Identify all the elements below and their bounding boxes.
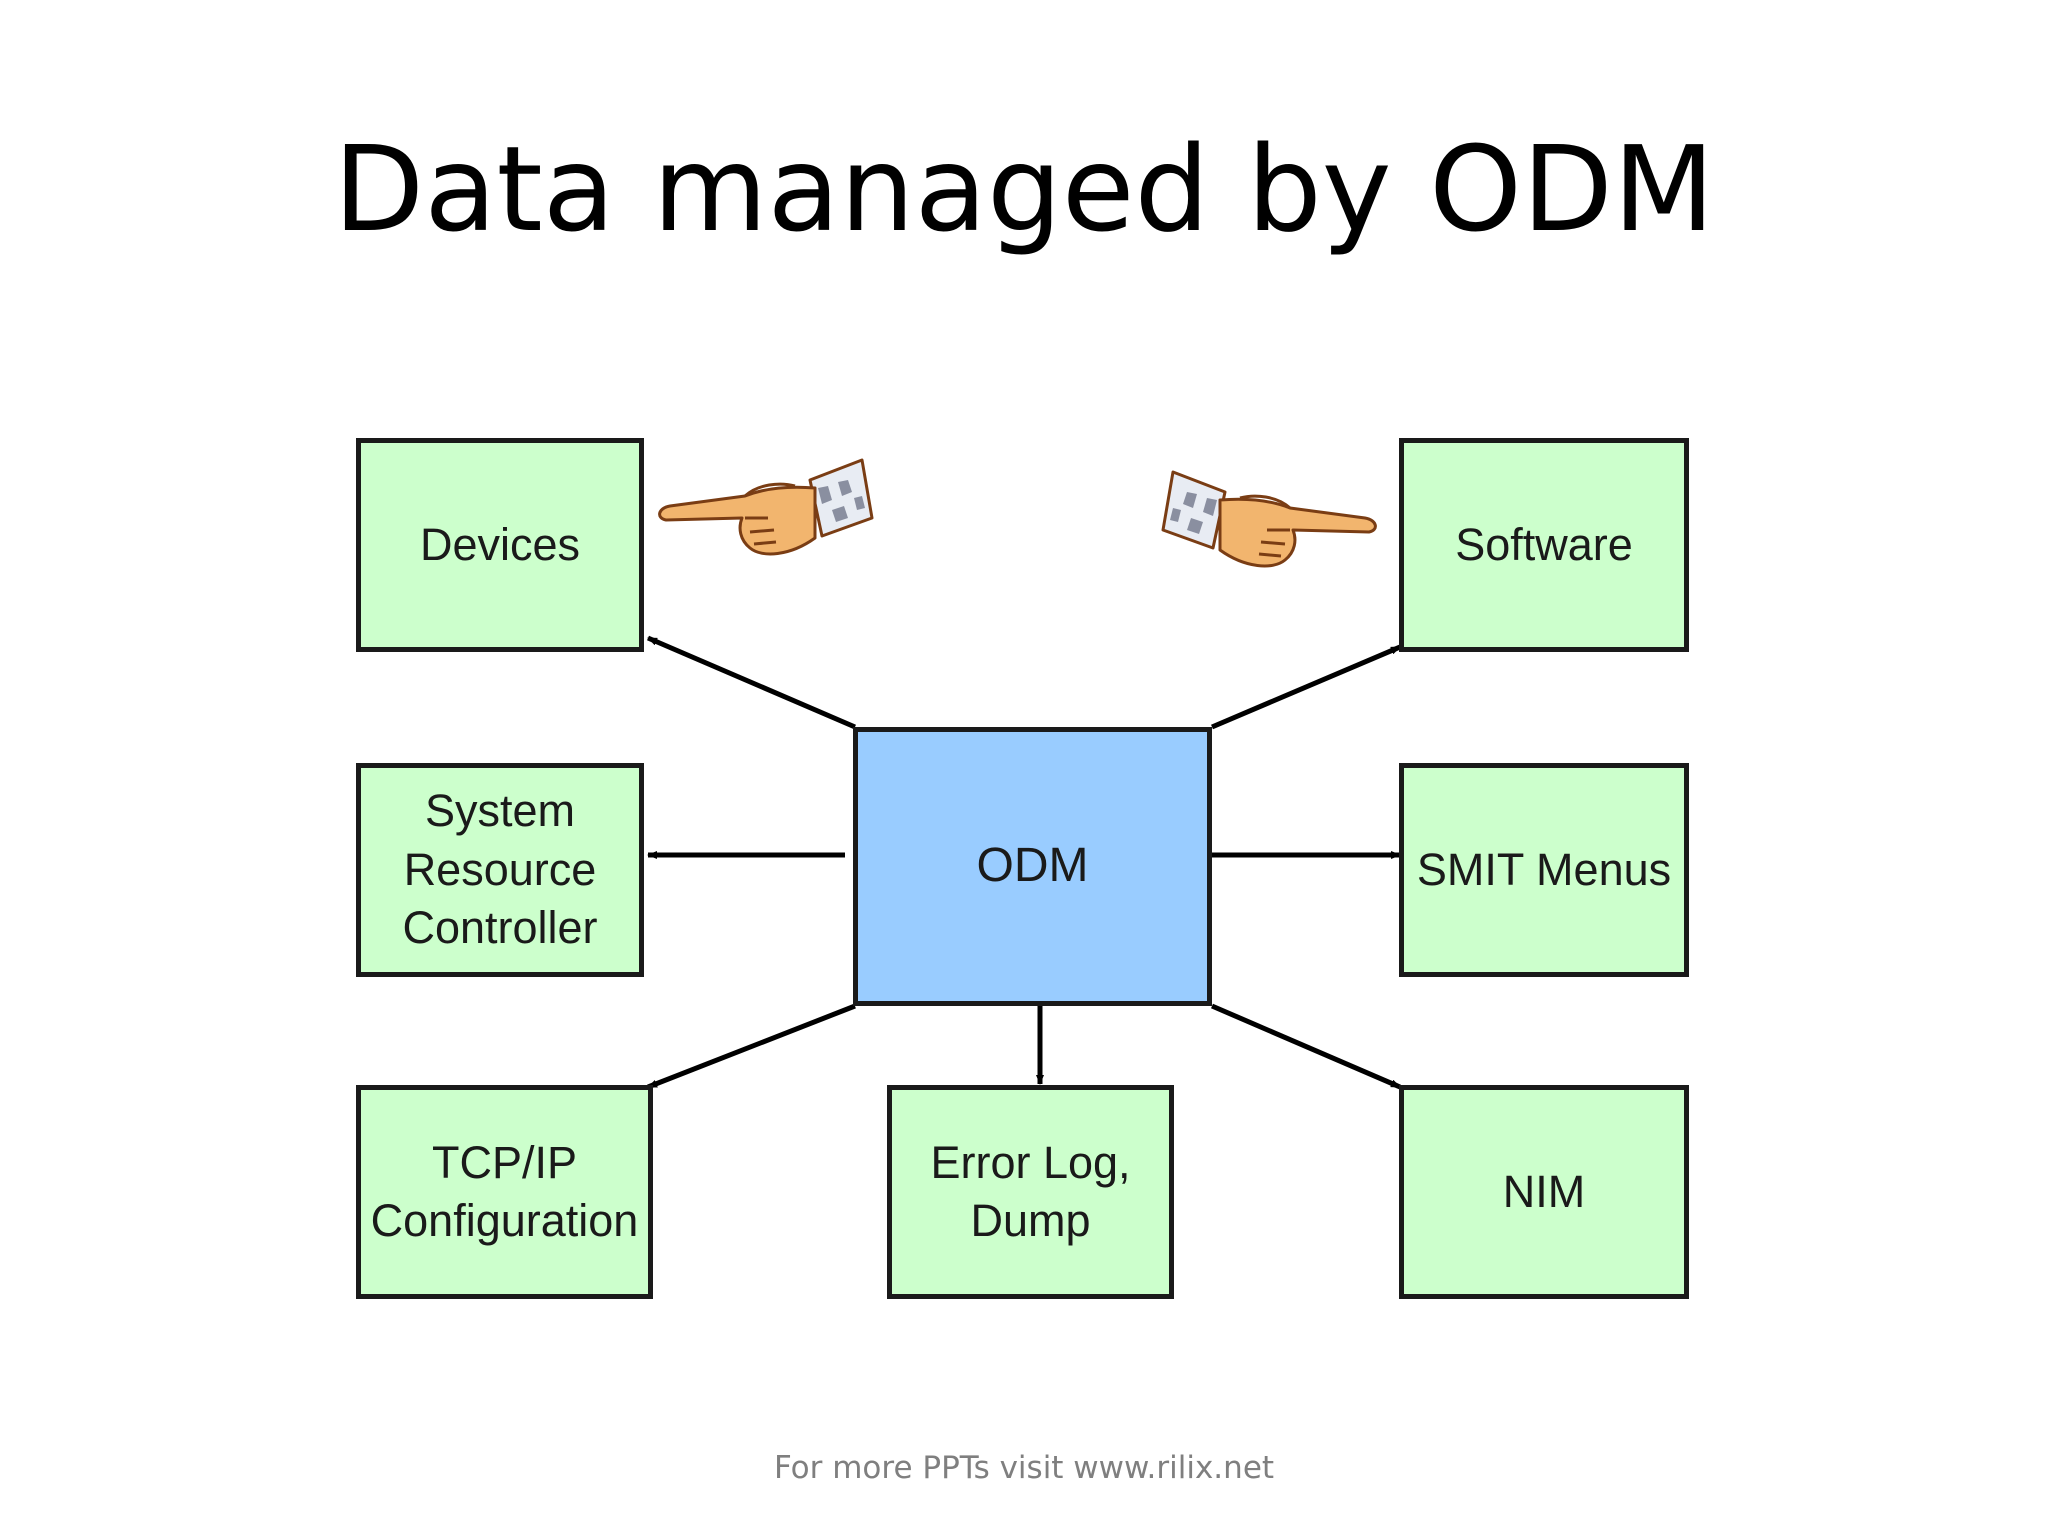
arrow-to-nim: [1211, 1003, 1401, 1090]
error-log-dump-box: Error Log, Dump: [887, 1085, 1174, 1299]
arrow-to-software: [1211, 644, 1401, 730]
system-resource-controller-box: System Resource Controller: [356, 763, 644, 977]
slide-title: Data managed by ODM: [333, 120, 1715, 258]
smit-menus-box: SMIT Menus: [1399, 763, 1689, 977]
pointing-hand-right-icon: [658, 458, 874, 556]
nim-box: NIM: [1399, 1085, 1689, 1299]
software-box: Software: [1399, 438, 1689, 652]
odm-center-box: ODM: [853, 727, 1212, 1006]
arrow-to-tcpip: [647, 1003, 856, 1090]
footer-note: For more PPTs visit www.rilix.net: [773, 1450, 1275, 1486]
pointing-hand-left-icon: [1161, 470, 1377, 568]
tcpip-configuration-box: TCP/IP Configuration: [356, 1085, 653, 1299]
devices-box: Devices: [356, 438, 644, 652]
arrow-to-devices: [647, 635, 856, 730]
